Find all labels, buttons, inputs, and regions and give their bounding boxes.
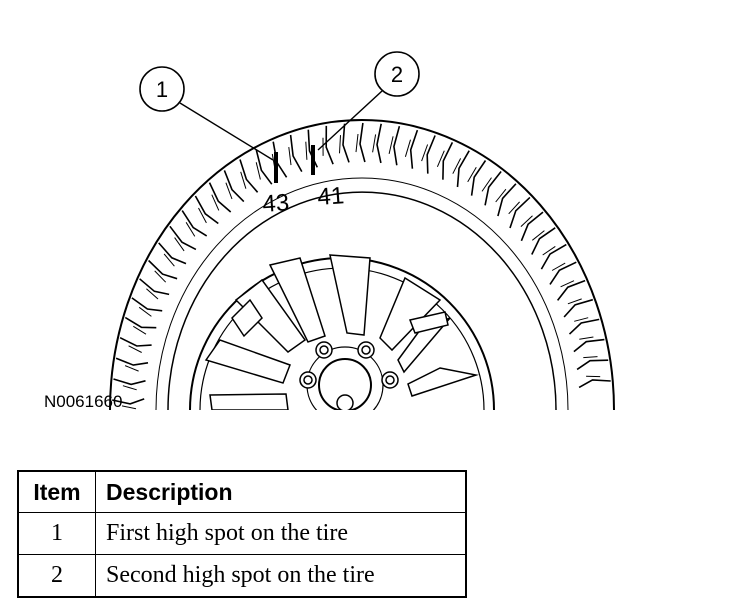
callout-circle-2 [374, 51, 420, 97]
callout-circle-1 [139, 66, 185, 112]
table-row: 1 First high spot on the tire [17, 512, 467, 555]
callout-leader-2 [317, 90, 383, 151]
legend-table: Item Description 1 First high spot on th… [17, 470, 467, 598]
table-row: 2 Second high spot on the tire [17, 554, 467, 598]
tire-sidewall [167, 191, 557, 410]
header-description: Description [95, 470, 467, 513]
row-item-number: 1 [17, 512, 96, 555]
row-description: Second high spot on the tire [95, 554, 467, 598]
wheel-hub [318, 358, 372, 410]
tire-diagram: 43 41 1 2 [109, 51, 615, 410]
callout-number-2: 2 [391, 62, 403, 87]
callout-leader-1 [179, 102, 274, 161]
wheel-spokes [204, 254, 479, 410]
figure-id-label: N0061660 [44, 392, 123, 411]
row-item-number: 2 [17, 554, 96, 598]
tire-tread-inner-edge [155, 177, 569, 410]
tire-tread-pattern [112, 122, 611, 410]
legend-header-row: Item Description [17, 470, 467, 513]
tire-mark-label-2: 41 [317, 182, 346, 211]
header-item: Item [17, 470, 96, 513]
callout-number-1: 1 [156, 77, 168, 102]
lug-nuts [299, 341, 399, 410]
tire-mark-label-1: 43 [262, 189, 291, 218]
row-description: First high spot on the tire [95, 512, 467, 555]
tire-outer-edge [109, 119, 615, 410]
